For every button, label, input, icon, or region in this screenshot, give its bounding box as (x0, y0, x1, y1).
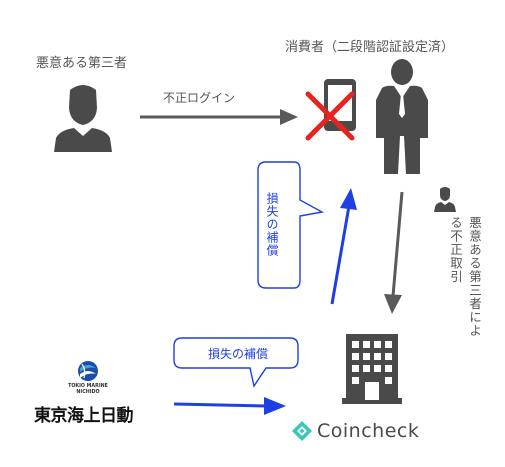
attacker-label: 悪意ある第三者 (36, 56, 128, 71)
insurer-name: 東京海上日動 (34, 406, 134, 426)
insurer-logo-text: TOKIO MARINE NICHIDO (66, 384, 110, 395)
insurer-logo-line1: TOKIO MARINE (68, 384, 108, 389)
unauthorized-login-label: 不正ログイン (163, 91, 236, 105)
unauthorized-trade-arrow (384, 191, 404, 314)
unauthorized-login-arrow (140, 109, 298, 125)
compensation-to-consumer-label: 損失の補償 (265, 192, 279, 257)
compensation-to-exchange-label: 損失の補償 (208, 347, 269, 361)
consumer-person-icon (376, 59, 428, 174)
compensation-bubble-vertical (257, 161, 325, 289)
unauthorized-trade-label: 悪意ある第三者による不正取引 (448, 216, 482, 338)
exchange-building-icon (342, 334, 402, 404)
blocked-cross-icon (305, 91, 355, 141)
compensation-bubble-horizontal (173, 337, 299, 388)
attacker-person-icon (54, 85, 112, 152)
small-attacker-person-icon (434, 187, 456, 212)
coincheck-logo-icon (292, 421, 312, 441)
compensation-to-consumer-arrow (330, 188, 357, 305)
insurer-logo-line2: NICHIDO (76, 389, 100, 395)
compensation-to-exchange-arrow (173, 397, 286, 415)
tokio-marine-logo-icon (78, 361, 98, 381)
consumer-label: 消費者（二段階認証設定済） (285, 40, 455, 55)
exchange-name: Coincheck (317, 420, 420, 442)
